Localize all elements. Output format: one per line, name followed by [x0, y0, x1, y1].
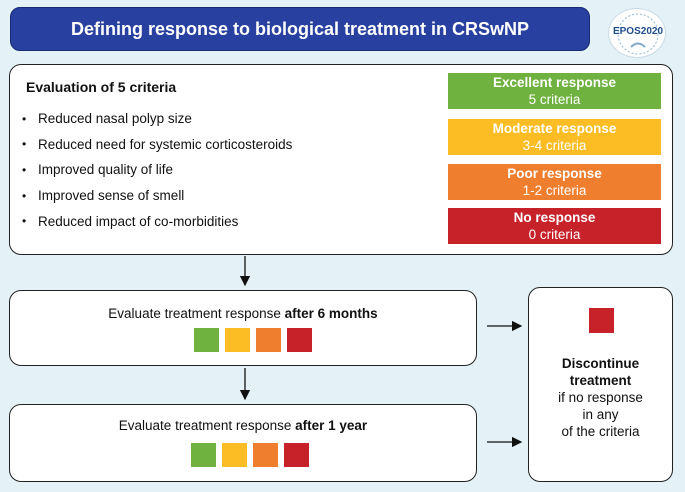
step-bold: after 6 months: [284, 306, 378, 321]
criteria-list: • Reduced nasal polyp size • Reduced need …: [22, 106, 292, 234]
response-detail: 1-2 criteria: [522, 183, 587, 198]
bullet-icon: •: [22, 188, 27, 203]
poor-square: [256, 328, 281, 352]
bullet-icon: •: [22, 162, 27, 177]
moderate-square: [225, 328, 250, 352]
response-label: Excellent response: [492, 75, 617, 90]
response-moderate: Moderate response 3-4 criteria: [448, 119, 661, 155]
discontinue-line3: of the criteria: [561, 424, 640, 439]
list-item: • Reduced nasal polyp size: [22, 106, 292, 132]
criteria-heading: Evaluation of 5 criteria: [26, 79, 177, 95]
response-label: No response: [513, 210, 596, 225]
step-6-months-panel: [9, 290, 477, 366]
none-square: [287, 328, 312, 352]
step-6-months-text: Evaluate treatment response after 6 mont…: [9, 306, 477, 321]
discontinue-line2: in any: [582, 407, 619, 422]
discontinue-title-line1: Discontinue: [561, 356, 640, 371]
discontinue-line1: if no response: [558, 390, 643, 405]
logo-graphic: [617, 13, 659, 55]
response-none: No response 0 criteria: [448, 208, 661, 244]
response-detail: 3-4 criteria: [522, 138, 587, 153]
title-banner: Defining response to biological treatmen…: [10, 7, 590, 51]
response-poor: Poor response 1-2 criteria: [448, 164, 661, 200]
response-label: Moderate response: [492, 121, 617, 136]
response-detail: 0 criteria: [528, 227, 581, 242]
epos-logo: EPOS2020: [608, 8, 666, 58]
step-prefix: Evaluate treatment response: [108, 306, 285, 321]
response-excellent: Excellent response 5 criteria: [448, 73, 661, 109]
logo-text: EPOS2020: [612, 26, 664, 37]
criterion-label: Reduced impact of co-morbidities: [38, 213, 239, 229]
step-1-year-text: Evaluate treatment response after 1 year: [9, 418, 477, 433]
step-6-months-squares: [194, 328, 312, 352]
bullet-icon: •: [22, 137, 27, 152]
step-1-year-squares: [191, 443, 309, 467]
step-prefix: Evaluate treatment response: [118, 418, 296, 433]
excellent-square: [194, 328, 219, 352]
criterion-label: Reduced nasal polyp size: [38, 111, 192, 127]
bullet-icon: •: [22, 214, 27, 229]
response-detail: 5 criteria: [528, 92, 581, 107]
criterion-label: Improved sense of smell: [38, 188, 185, 204]
list-item: • Reduced impact of co-morbidities: [22, 208, 292, 234]
criterion-label: Improved quality of life: [38, 162, 174, 178]
moderate-square: [222, 443, 247, 467]
poor-square: [253, 443, 278, 467]
list-item: • Reduced need for systemic corticosteroi…: [22, 132, 292, 158]
no-response-square: [589, 308, 614, 333]
excellent-square: [191, 443, 216, 467]
step-bold: after 1 year: [295, 418, 368, 433]
discontinue-title-line2: treatment: [569, 373, 632, 388]
criterion-label: Reduced need for systemic corticosteroid…: [38, 136, 293, 152]
none-square: [284, 443, 309, 467]
discontinue-text: Discontinue treatment if no response in …: [528, 355, 673, 440]
list-item: • Improved sense of smell: [22, 183, 292, 209]
response-label: Poor response: [507, 166, 602, 181]
list-item: • Improved quality of life: [22, 157, 292, 183]
page-title: Defining response to biological treatmen…: [70, 18, 530, 39]
bullet-icon: •: [22, 111, 27, 126]
